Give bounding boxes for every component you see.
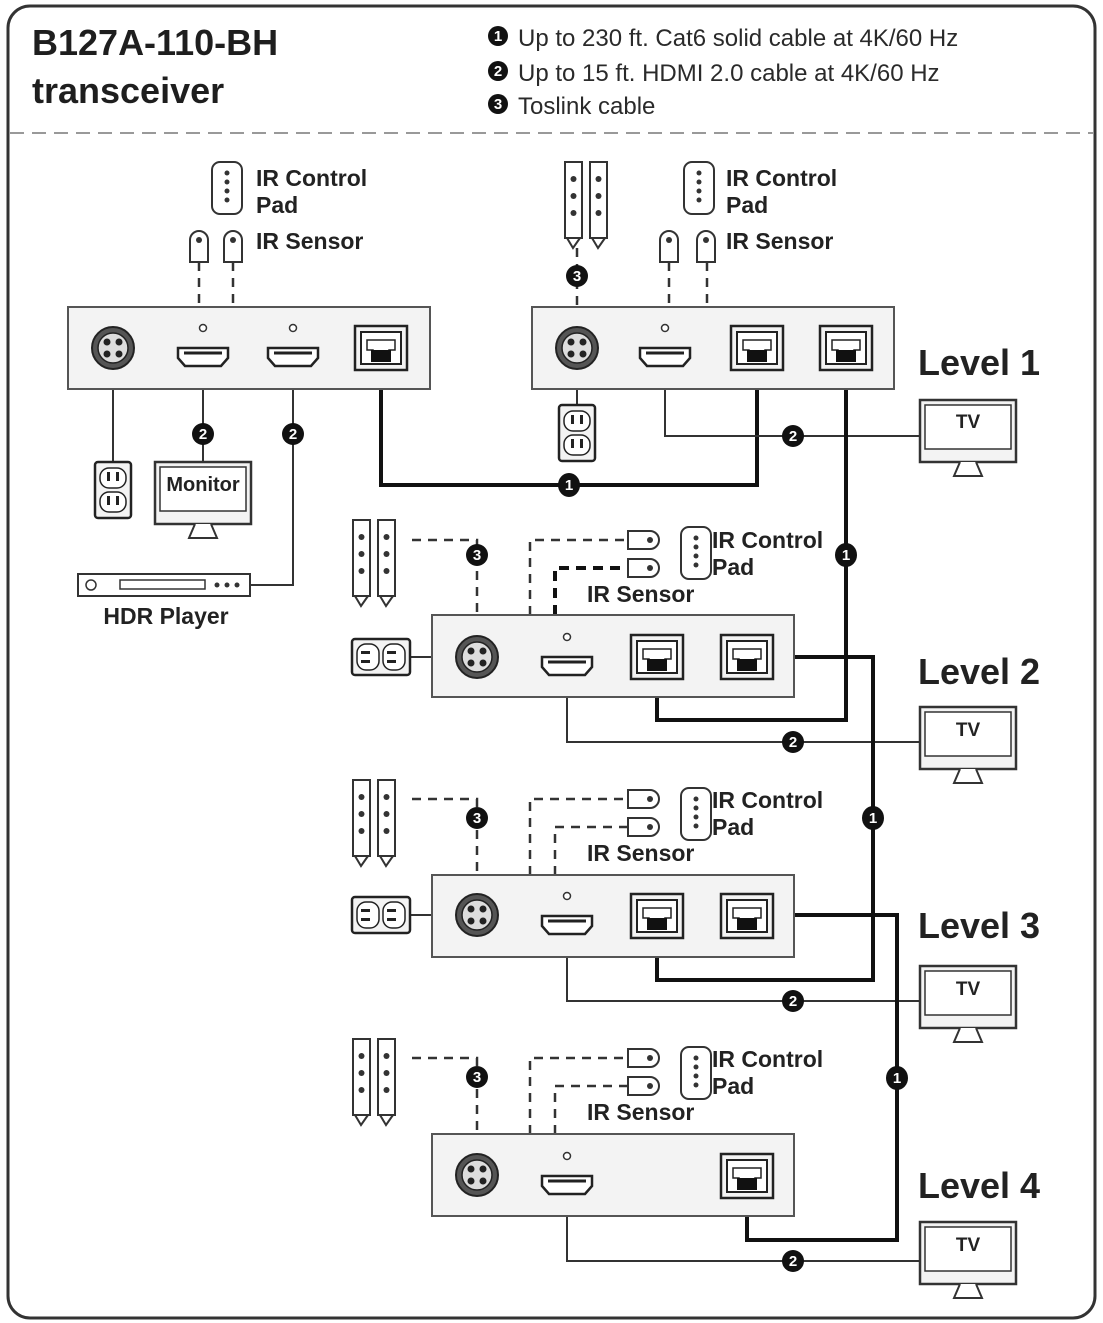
level-3-label: Level 3 [918,905,1040,946]
marker-hdmi: 2 [289,426,297,443]
marker-hdmi: 2 [789,428,797,445]
ir-control-pad-icon [683,161,715,215]
hdr-player-label: HDR Player [103,603,228,629]
title-line-2: transceiver [32,70,224,111]
label-ir-control: IR Control [256,165,367,191]
tv-level-4: TV [918,1220,1018,1300]
label-ir-control: IR Control [712,527,823,553]
label-ir-sensor: IR Sensor [587,840,694,866]
legend-marker-2-text: 2 [494,63,502,80]
left-unit-player-hdmi-cable [250,370,294,586]
transceiver-level-4 [431,1133,795,1217]
ir-sensor-icon [627,558,660,578]
label-pad: Pad [712,814,754,840]
transceiver-level-3 [431,874,795,958]
legend-item-3: Toslink cable [518,93,655,120]
marker-hdmi: 2 [199,426,207,443]
legend: 1 Up to 230 ft. Cat6 solid cable at 4K/6… [488,25,958,120]
label-pad: Pad [256,192,298,218]
cat6-link-level3-to-level4 [745,913,899,1242]
label-ir-sensor: IR Sensor [587,1099,694,1125]
monitor: Monitor [153,460,253,539]
legend-marker-1-text: 1 [494,28,502,45]
transceiver-level-1 [531,306,895,390]
speakers-icon [564,161,608,249]
legend-item-2: Up to 15 ft. HDMI 2.0 cable at 4K/60 Hz [518,60,940,87]
legend-marker-1 [488,26,508,46]
level-1-label: Level 1 [918,342,1040,383]
tv-level-3: TV [918,964,1018,1044]
transceiver-level-2 [431,614,795,698]
marker-toslink: 3 [573,268,581,285]
level-2-label: Level 2 [918,651,1040,692]
hdr-player: HDR Player [77,573,251,629]
marker-toslink: 3 [473,1069,481,1086]
marker-cat6: 1 [842,547,850,564]
marker-cat6: 1 [565,477,573,494]
tv-label: TV [956,412,981,433]
tv-label: TV [956,720,981,741]
legend-marker-3-text: 3 [494,96,502,113]
marker-cat6: 1 [869,810,877,827]
ir-sensor-icon [627,1076,660,1096]
title-line-1: B127A-110-BH [32,22,278,63]
transceiver-top-left [67,306,431,390]
label-ir-control: IR Control [712,1046,823,1072]
ir-sensor-icon [627,789,660,809]
cable-markers: 2 2 2 2 2 2 1 1 1 1 3 3 3 3 [192,265,908,1272]
speakers-icon [352,1038,396,1126]
marker-hdmi: 2 [789,1253,797,1270]
speakers-icon [352,779,396,867]
ir-control-pad-icon [680,1046,712,1100]
ir-sensor-icon [627,817,660,837]
ir-wires [197,248,709,1134]
ir-control-pad-icon [680,787,712,841]
label-ir-sensor: IR Sensor [256,228,363,254]
monitor-label: Monitor [166,474,240,496]
power-outlet-icon [350,895,412,935]
marker-hdmi: 2 [789,993,797,1010]
ir-sensor-icon [659,230,679,263]
marker-cat6: 1 [893,1070,901,1087]
label-ir-control: IR Control [712,787,823,813]
tv-level-1: TV [918,398,1018,478]
tv-label: TV [956,979,981,1000]
power-outlet-icon [350,637,412,677]
cat6-link-level2-to-level3 [655,655,875,982]
marker-toslink: 3 [473,547,481,564]
ir-control-pad-icon [211,161,243,215]
label-ir-sensor: IR Sensor [726,228,833,254]
ir-sensor-icon [189,230,209,263]
marker-hdmi: 2 [789,734,797,751]
power-outlet-icon [557,403,597,463]
ir-sensor-icon [696,230,716,263]
outer-frame [6,4,1097,1320]
tv-label: TV [956,1235,981,1256]
power-outlet-icon [93,460,133,520]
level1-tv-hdmi-cable [664,370,920,437]
speakers-icon [352,519,396,607]
label-pad: Pad [712,1073,754,1099]
legend-marker-3 [488,94,508,114]
marker-toslink: 3 [473,810,481,827]
ir-sensor-icon [627,530,660,550]
label-pad: Pad [712,554,754,580]
ir-sensor-icon [223,230,243,263]
level-4-label: Level 4 [918,1165,1040,1206]
ir-control-pad-icon [680,526,712,580]
label-pad: Pad [726,192,768,218]
label-ir-sensor: IR Sensor [587,581,694,607]
legend-item-1: Up to 230 ft. Cat6 solid cable at 4K/60 … [518,25,958,52]
label-ir-control: IR Control [726,165,837,191]
ir-sensor-icon [627,1048,660,1068]
tv-level-2: TV [918,705,1018,785]
legend-marker-2 [488,61,508,81]
